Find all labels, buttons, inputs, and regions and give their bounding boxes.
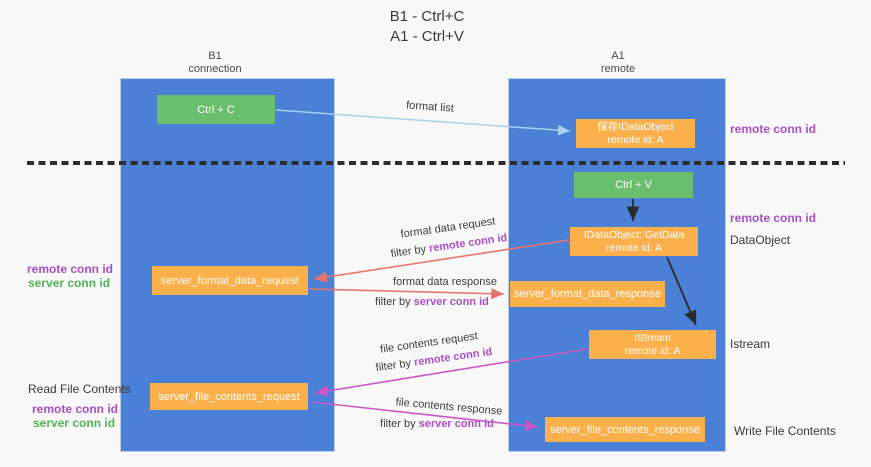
server-format-data-request-label: server_format_data_request [160,274,300,287]
filter-by-text: filter by [380,418,419,430]
remote-conn-id-annotation-left-bottom: remote conn id [32,402,119,416]
format-data-response-label: format data response [393,276,497,288]
lane-header-left: B1 connection [145,50,285,76]
server-conn-id-text: server conn id [413,296,489,308]
lane-right-name: A1 [611,50,625,62]
filter-by-server-conn-id-label-2: filter by server conn id [380,418,494,430]
remote-conn-id-annotation-top: remote conn id [730,122,817,136]
server-file-contents-response-box: server_file_contents_response [545,417,705,442]
format-list-label: format list [405,99,455,115]
istream-line2: remote id: A [624,344,681,357]
remote-conn-id-annotation-mid: remote conn id [730,211,817,225]
diagram-title: B1 - Ctrl+C A1 - Ctrl+V [0,7,854,47]
filter-by-text: filter by [375,356,415,375]
istream-line1: IStream [634,331,671,344]
server-file-contents-response-label: server_file_contents_response [550,423,700,436]
ctrl-c-box: Ctrl + C [157,95,275,124]
format-data-response-arrow [309,288,505,300]
server-file-contents-request-label: server_file_contents_request [158,390,300,403]
filter-by-text: filter by [375,296,414,308]
title-line-2: A1 - Ctrl+V [390,28,464,45]
phase-separator-dashed-line [27,161,845,165]
save-dataobject-line1: 保存IDataObject [597,120,674,133]
read-file-contents-annotation: Read File Contents [28,382,131,396]
server-conn-id-annotation-left-top: server conn id [28,276,111,290]
remote-conn-id-annotation-left-top: remote conn id [27,262,114,276]
save-dataobject-line2: remote id: A [607,133,664,146]
title-line-1: B1 - Ctrl+C [389,8,465,25]
ctrl-v-box: Ctrl + V [574,172,693,198]
server-conn-id-text: server conn id [418,418,494,430]
dataobject-annotation: DataObject [730,233,791,247]
lane-left-role: connection [188,63,242,75]
istream-annotation: Istream [730,337,771,351]
getdata-line1: IDataObject::GetData [583,228,685,241]
server-format-data-response-box: server_format_data_response [510,281,665,307]
save-dataobject-box: 保存IDataObject remote id: A [576,119,695,148]
getdata-box: IDataObject::GetData remote id: A [570,227,698,256]
filter-by-server-conn-id-label-1: filter by server conn id [375,296,489,308]
lane-left-name: B1 [208,50,222,62]
server-format-data-response-label: server_format_data_response [514,288,661,300]
filter-by-text: filter by [390,242,430,261]
ctrl-c-label: Ctrl + C [197,103,235,116]
server-conn-id-annotation-left-bottom: server conn id [33,416,116,430]
lane-header-right: A1 remote [548,50,688,76]
lane-right-role: remote [600,63,636,75]
server-format-data-request-box: server_format_data_request [152,266,308,295]
remote-conn-id-text: remote conn id [428,231,508,255]
file-contents-response-label: file contents response [395,396,503,418]
server-file-contents-request-box: server_file_contents_request [150,383,308,410]
write-file-contents-annotation: Write File Contents [734,424,836,438]
ctrl-v-label: Ctrl + V [615,179,652,191]
getdata-line2: remote id: A [605,241,663,254]
istream-box: IStream remote id: A [589,330,716,359]
